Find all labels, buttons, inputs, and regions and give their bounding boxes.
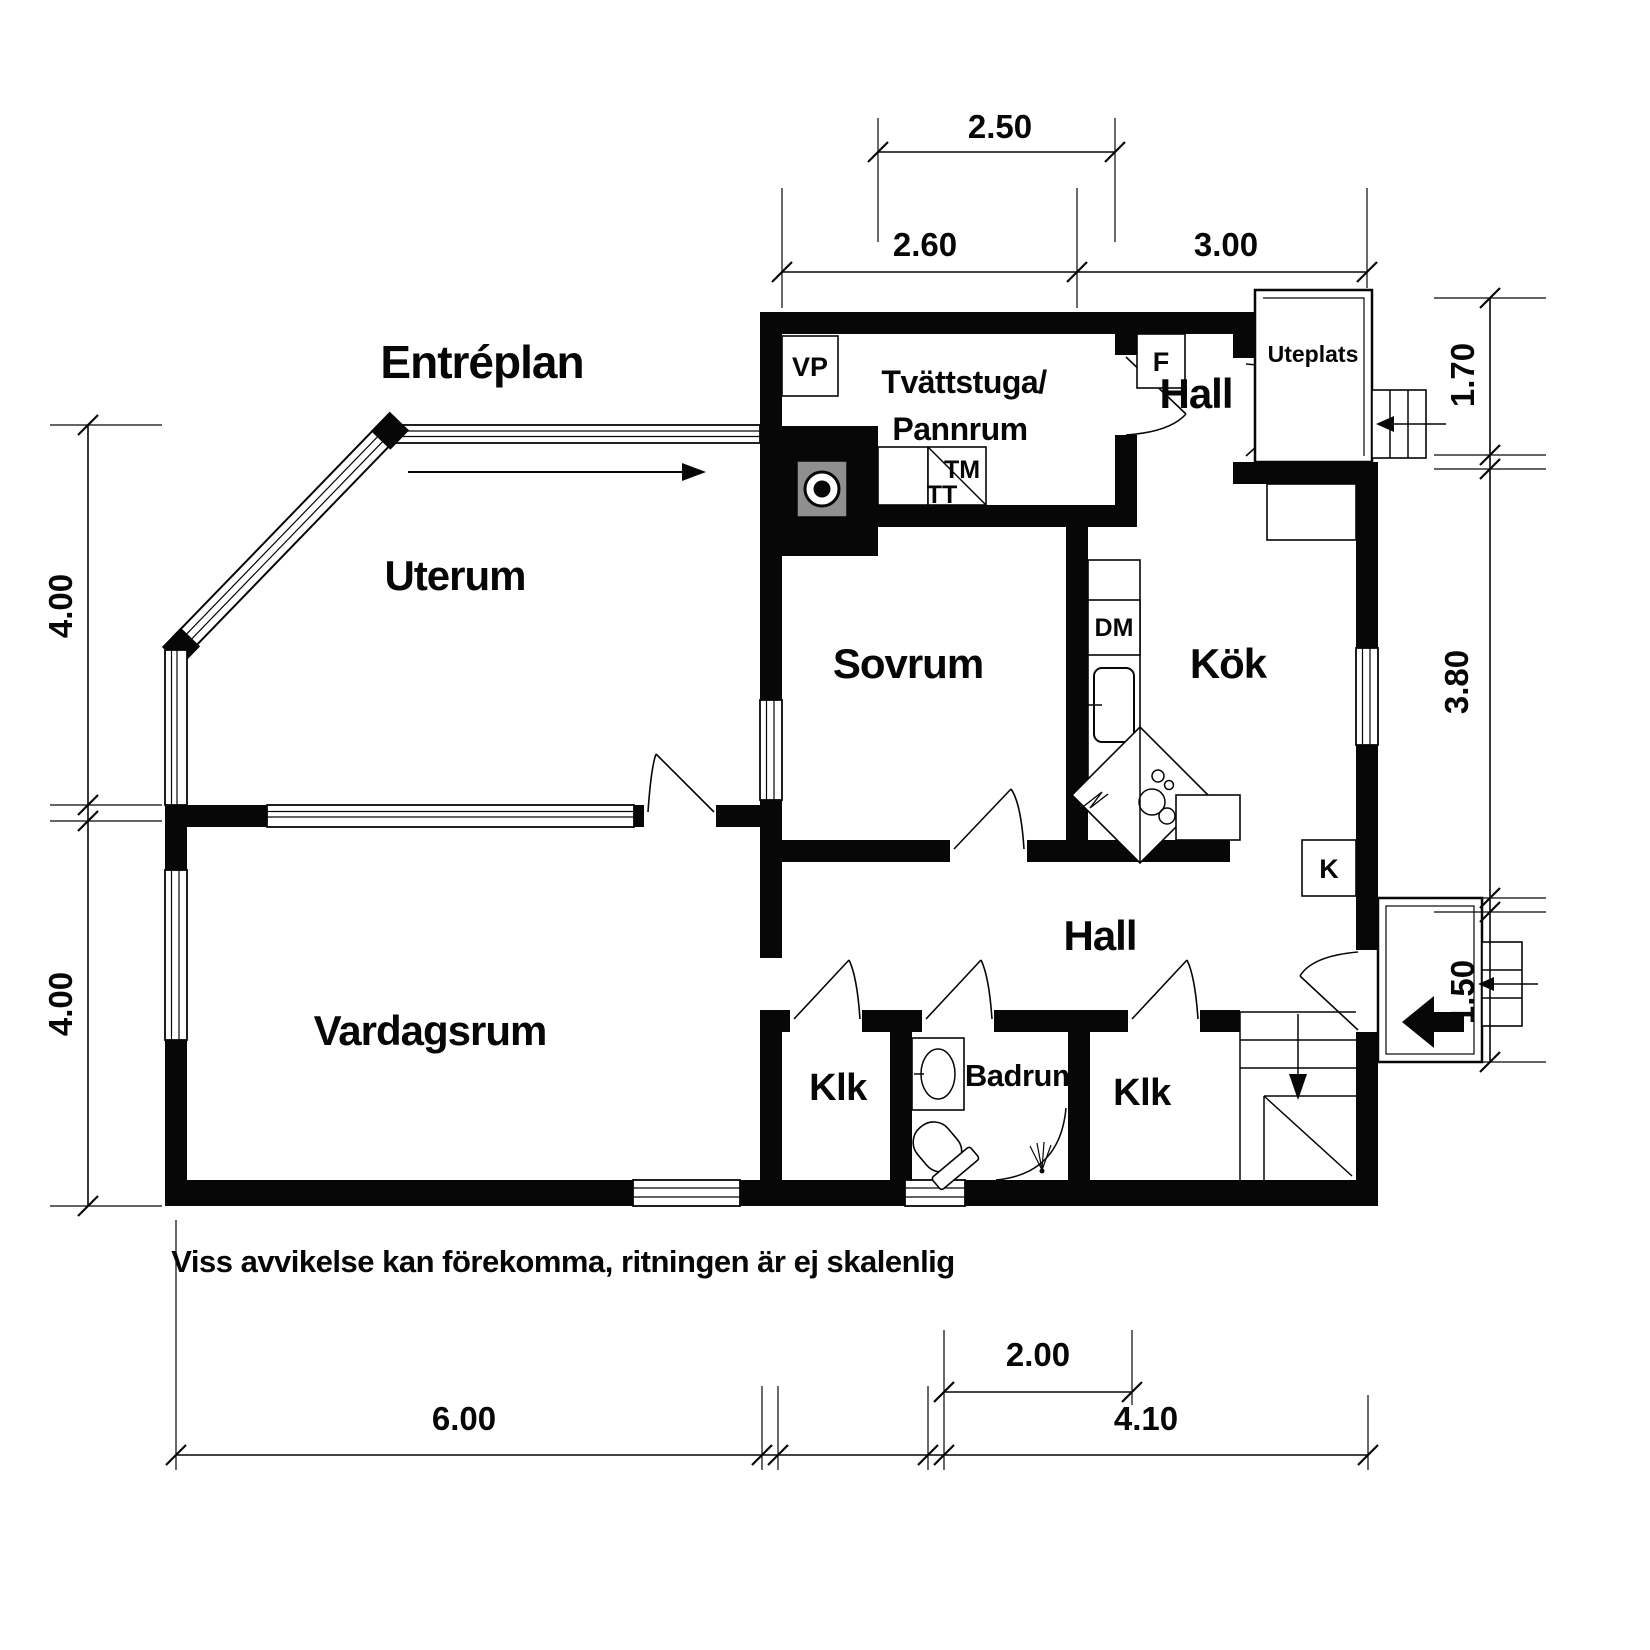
room-label-badrum: Badrum	[965, 1058, 1079, 1093]
window-kok-east	[1355, 647, 1379, 746]
shower-head-icon	[1029, 1141, 1052, 1174]
dim-1-70: 1.70	[1444, 343, 1481, 407]
stairs	[1239, 1011, 1356, 1180]
dim-3-80: 3.80	[1438, 650, 1475, 714]
uterum-glazing	[161, 411, 761, 806]
dim-2-60: 2.60	[893, 226, 957, 263]
room-label-sovrum: Sovrum	[833, 640, 983, 687]
window-uterum-south	[266, 804, 635, 828]
flue-dot-icon	[813, 480, 831, 498]
kitchen-counter-return	[1175, 794, 1241, 841]
dishwasher-box	[1087, 599, 1141, 656]
dimension-top-inner: 2.50	[867, 108, 1126, 242]
label-fridge: K	[1319, 854, 1339, 884]
window-badrum-south	[904, 1179, 966, 1207]
disclaimer-text: Viss avvikelse kan förekomma, ritningen …	[171, 1244, 954, 1279]
dim-2-50: 2.50	[968, 108, 1032, 145]
bathroom-sink-icon	[911, 1037, 965, 1111]
walls	[165, 312, 1378, 1206]
label-freezer: F	[1153, 347, 1170, 377]
window-sovrum-west	[759, 699, 783, 801]
dim-left-4-00-lower: 4.00	[42, 972, 79, 1036]
room-label-tvattstuga-1: Tvättstuga/	[881, 364, 1047, 400]
uterum-direction-arrow-icon	[408, 463, 706, 481]
uterum-top-window	[387, 424, 761, 444]
room-label-hall-mid: Hall	[1063, 912, 1136, 959]
room-label-kok: Kök	[1190, 640, 1268, 687]
dim-6-00: 6.00	[432, 1400, 496, 1437]
dimension-bottom-inner: 2.00	[933, 1330, 1143, 1405]
doors	[647, 356, 1359, 1031]
uterum-angled-window	[171, 419, 400, 655]
room-label-hall-top: Hall	[1159, 370, 1232, 417]
door-badrum	[925, 959, 993, 1020]
freezer-box	[1136, 333, 1186, 389]
dimension-right: 1.70 3.80 1.50	[1434, 287, 1546, 1073]
plan-title: Entréplan	[380, 336, 583, 388]
label-tumble-dryer: TT	[927, 481, 958, 509]
laundry-bench	[877, 446, 929, 506]
door-uterum-vardagsrum	[647, 753, 715, 813]
door-klk-left	[793, 959, 861, 1020]
dim-1-50: 1.50	[1444, 960, 1481, 1024]
uterum-west-window	[164, 649, 188, 806]
room-label-klk-left: Klk	[809, 1067, 868, 1109]
dim-4-10: 4.10	[1114, 1400, 1178, 1437]
window-vardagsrum-west	[164, 869, 188, 1041]
dimension-left: 4.00 4.00	[42, 414, 162, 1217]
door-entry	[1299, 951, 1359, 1031]
entry-arrow-icon	[1402, 996, 1464, 1048]
dimension-top-main: 2.60 3.00	[771, 188, 1378, 308]
label-dishwasher: DM	[1095, 614, 1134, 642]
dim-left-4-00-upper: 4.00	[42, 574, 79, 638]
label-heat-pump: VP	[792, 352, 828, 382]
door-klk-right	[1131, 959, 1199, 1020]
laundry-fixtures	[781, 333, 1186, 506]
room-label-uteplats: Uteplats	[1268, 341, 1359, 367]
bathroom-fixtures	[911, 1037, 1067, 1191]
door-sovrum	[953, 788, 1025, 850]
room-label-uterum: Uterum	[384, 552, 525, 599]
label-washing-machine: TM	[944, 456, 980, 484]
uterum-corner-post	[370, 411, 410, 450]
room-label-klk-right: Klk	[1113, 1072, 1172, 1114]
uteplats-entry-arrow-icon	[1376, 416, 1446, 432]
heat-pump-box	[781, 335, 839, 397]
stove-icon	[1070, 725, 1210, 865]
window-vardagsrum-south	[632, 1179, 741, 1207]
windows	[164, 647, 1379, 1207]
toilet-icon	[912, 1121, 980, 1191]
dim-2-00: 2.00	[1006, 1336, 1070, 1373]
kitchen-fixtures	[1070, 483, 1357, 897]
room-label-tvattstuga-2: Pannrum	[892, 411, 1027, 447]
kitchen-cabinet	[1266, 483, 1357, 541]
fridge-box	[1301, 839, 1357, 897]
dim-3-00: 3.00	[1194, 226, 1258, 263]
uteplats-deck	[1253, 288, 1446, 464]
dimension-bottom-main: 6.00 4.10	[165, 1220, 1379, 1470]
room-label-vardagsrum: Vardagsrum	[314, 1007, 547, 1054]
chimney	[760, 426, 878, 556]
shower-icon	[995, 1107, 1067, 1181]
stairs-down-arrow-icon	[1289, 1014, 1307, 1100]
